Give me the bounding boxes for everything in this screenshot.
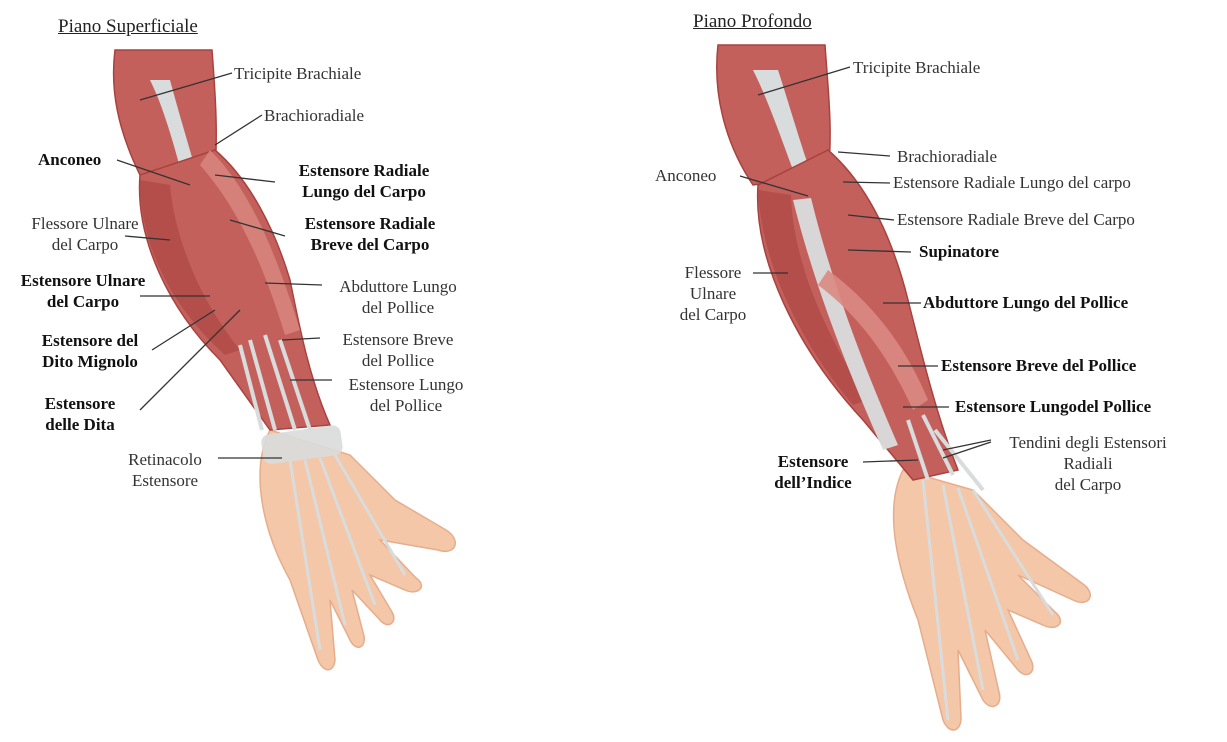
label-brachioradiale: Brachioradiale <box>264 105 364 126</box>
label-line: Tendini degli Estensori <box>993 432 1183 453</box>
label-line: del Pollice <box>326 395 486 416</box>
label-estensore-dita: Estensore delle Dita <box>20 393 140 435</box>
label-line: Estensore Lungo <box>326 374 486 395</box>
label-abduttore-lungo-pollice: Abduttore Lungo del Pollice <box>923 292 1128 313</box>
label-tricipite-brachiale: Tricipite Brachiale <box>853 57 980 78</box>
label-estensore-lungo-pollice: Estensore Lungodel Pollice <box>955 396 1151 417</box>
label-line: Estensore <box>110 470 220 491</box>
label-line: Estensore Radiale <box>270 213 470 234</box>
label-line: Estensore Radiale <box>264 160 464 181</box>
superficial-layer-panel: Piano Superficiale Tricipite Brachiale B… <box>0 0 613 742</box>
label-estensore-radiale-breve: Estensore Radiale Breve del Carpo <box>270 213 470 255</box>
label-retinacolo-estensore: Retinacolo Estensore <box>110 449 220 491</box>
label-estensore-radiale-lungo: Estensore Radiale Lungo del carpo <box>893 172 1131 193</box>
label-estensore-indice: Estensore dell’Indice <box>758 451 868 493</box>
superficial-title: Piano Superficiale <box>58 16 198 38</box>
label-line: Lungo del Carpo <box>264 181 464 202</box>
label-line: Estensore <box>758 451 868 472</box>
label-estensore-lungo-pollice: Estensore Lungo del Pollice <box>326 374 486 416</box>
label-brachioradiale: Brachioradiale <box>897 146 997 167</box>
label-line: Breve del Carpo <box>270 234 470 255</box>
label-abduttore-lungo-pollice: Abduttore Lungo del Pollice <box>318 276 478 318</box>
label-line: Estensore Ulnare <box>8 270 158 291</box>
label-estensore-dito-mignolo: Estensore del Dito Mignolo <box>20 330 160 372</box>
label-line: Flessore Ulnare <box>10 213 160 234</box>
label-line: Estensore Breve <box>318 329 478 350</box>
label-line: Radiali <box>993 453 1183 474</box>
label-estensore-breve-pollice: Estensore Breve del Pollice <box>941 355 1136 376</box>
label-anconeo: Anconeo <box>655 165 716 186</box>
label-tendini-estensori-radiali: Tendini degli Estensori Radiali del Carp… <box>993 432 1183 495</box>
label-line: del Pollice <box>318 297 478 318</box>
label-anconeo: Anconeo <box>38 149 101 170</box>
hand-skin <box>260 430 455 670</box>
label-estensore-radiale-lungo: Estensore Radiale Lungo del Carpo <box>264 160 464 202</box>
label-line: Ulnare <box>663 283 763 304</box>
label-line: del Carpo <box>8 291 158 312</box>
label-line: Dito Mignolo <box>20 351 160 372</box>
label-tricipite-brachiale: Tricipite Brachiale <box>234 63 361 84</box>
label-estensore-ulnare-carpo: Estensore Ulnare del Carpo <box>8 270 158 312</box>
label-line: Estensore del <box>20 330 160 351</box>
label-line: del Carpo <box>663 304 763 325</box>
label-line: delle Dita <box>20 414 140 435</box>
label-estensore-breve-pollice: Estensore Breve del Pollice <box>318 329 478 371</box>
label-line: Estensore <box>20 393 140 414</box>
label-line: del Carpo <box>10 234 160 255</box>
label-supinatore: Supinatore <box>919 241 999 262</box>
deep-layer-panel: Piano Profondo Tricipite Brachiale Brach… <box>613 0 1227 742</box>
label-line: Abduttore Lungo <box>318 276 478 297</box>
hand-skin <box>894 470 1091 730</box>
label-line: del Carpo <box>993 474 1183 495</box>
label-line: dell’Indice <box>758 472 868 493</box>
deep-title: Piano Profondo <box>693 11 812 33</box>
label-line: Retinacolo <box>110 449 220 470</box>
label-estensore-radiale-breve: Estensore Radiale Breve del Carpo <box>897 209 1135 230</box>
label-flessore-ulnare-carpo: Flessore Ulnare del Carpo <box>663 262 763 325</box>
label-line: Flessore <box>663 262 763 283</box>
label-line: del Pollice <box>318 350 478 371</box>
label-flessore-ulnare-carpo: Flessore Ulnare del Carpo <box>10 213 160 255</box>
